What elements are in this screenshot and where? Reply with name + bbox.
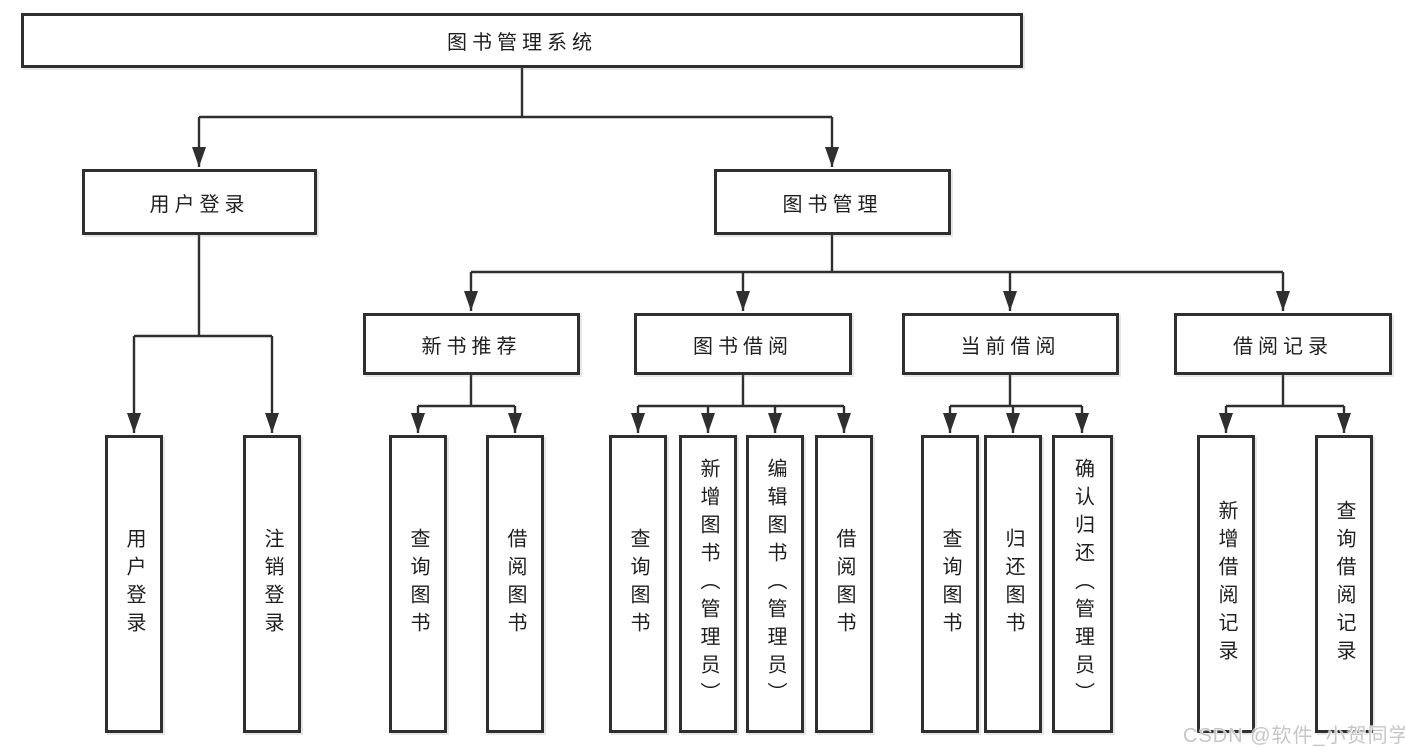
leaf-borrow-query-books: 查询图书 xyxy=(609,435,667,733)
leaf-current-return-books: 归还图书 xyxy=(984,435,1042,733)
leaf-user-login: 用户登录 xyxy=(105,435,163,733)
connector-bookmgmt-to-level3 xyxy=(464,235,1290,311)
csdn-watermark: CSDN @软件_小贺同学 xyxy=(1183,725,1405,747)
leaf-logout-login: 注销登录 xyxy=(243,435,301,733)
leaf-records-add-borrow-record: 新增借阅记录 xyxy=(1197,435,1255,733)
node-book-borrow: 图书借阅 xyxy=(634,313,852,375)
leaf-borrow-add-books-admin: 新增图书（管理员） xyxy=(679,435,737,733)
leaf-records-query-borrow-record: 查询借阅记录 xyxy=(1315,435,1373,733)
node-book-management: 图书管理 xyxy=(714,169,951,235)
node-user-login: 用户登录 xyxy=(82,169,317,235)
leaf-newbook-query-books: 查询图书 xyxy=(389,435,447,733)
leaf-current-query-books: 查询图书 xyxy=(921,435,979,733)
connector-root-to-level2 xyxy=(192,68,839,167)
node-new-book-recommend: 新书推荐 xyxy=(363,313,580,375)
node-current-borrow: 当前借阅 xyxy=(902,313,1119,375)
connector-newbook-children xyxy=(411,375,522,433)
leaf-borrow-edit-books-admin: 编辑图书（管理员） xyxy=(746,435,804,733)
connector-userlogin-children xyxy=(127,235,279,433)
connector-records-children xyxy=(1219,375,1351,433)
leaf-newbook-borrow-books: 借阅图书 xyxy=(486,435,544,733)
leaf-current-confirm-return-admin: 确认归还（管理员） xyxy=(1052,435,1113,733)
connector-currentborrow-children xyxy=(943,375,1089,433)
node-root-library-system: 图书管理系统 xyxy=(21,13,1023,68)
node-borrow-records: 借阅记录 xyxy=(1174,313,1392,375)
connector-bookborrow-children xyxy=(631,375,851,433)
leaf-borrow-borrow-books: 借阅图书 xyxy=(815,435,873,733)
